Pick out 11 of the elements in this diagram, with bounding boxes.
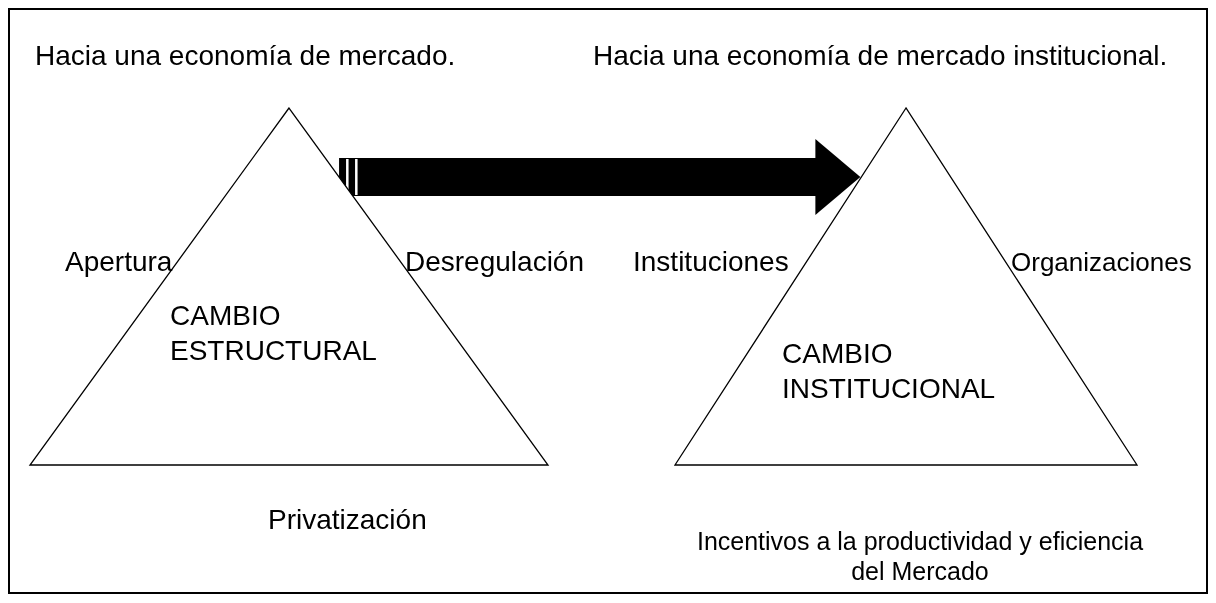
heading-text: Hacia una economía de mercado institucional. xyxy=(593,40,1168,72)
triangle-label: CAMBIO ESTRUCTURAL xyxy=(170,299,378,368)
side-label: Incentivos a la productividad y eficiencia del Mercado xyxy=(695,526,1145,586)
side-label: Apertura xyxy=(65,246,173,278)
side-label: Privatización xyxy=(268,504,427,536)
triangle-label: CAMBIO INSTITUCIONAL xyxy=(782,337,997,406)
side-label: Organizaciones xyxy=(1011,246,1192,278)
side-label: Desregulación xyxy=(405,246,584,278)
block-arrow xyxy=(339,139,861,215)
side-label: Instituciones xyxy=(633,246,789,278)
heading-text: Hacia una economía de mercado. xyxy=(35,40,456,72)
